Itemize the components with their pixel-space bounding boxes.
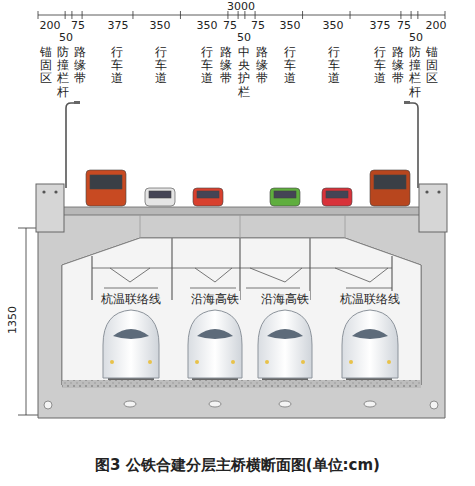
dimension-tick — [132, 11, 133, 19]
part-label: 行车道 — [201, 46, 213, 86]
dimension-tick — [350, 11, 351, 19]
dimension-value: 200 — [426, 20, 447, 32]
part-label: 行车道 — [374, 46, 386, 86]
part-label: 行车道 — [328, 46, 340, 86]
dimension-value: 1350 — [6, 306, 19, 334]
dimension-tick — [417, 11, 418, 19]
dimension-tick — [411, 11, 412, 19]
part-label: 行车道 — [284, 46, 296, 86]
dimension-tick — [180, 11, 181, 19]
dimension-value: 200 — [40, 20, 61, 32]
line-label: 杭温联络线 — [339, 291, 401, 308]
figure-caption: 图3 公铁合建分层主桥横断面图(单位:cm) — [0, 456, 475, 475]
part-label: 路缘带 — [74, 46, 86, 86]
dimension-tick — [82, 11, 83, 19]
line-label: 杭温联络线 — [100, 291, 162, 308]
dimension-tick — [302, 11, 303, 19]
dimension-value: 75 — [223, 20, 237, 32]
dimension-value: 75 — [71, 20, 85, 32]
part-label: 路缘带 — [256, 46, 268, 86]
dimension-value: 50 — [237, 32, 251, 44]
part-label: 路缘带 — [220, 46, 232, 86]
dimension-value: 375 — [108, 20, 129, 32]
part-label: 锚固区 — [426, 46, 438, 86]
line-label: 沿海高铁 — [260, 291, 310, 308]
dimension-value: 350 — [280, 20, 301, 32]
part-label: 中央护栏 — [238, 46, 250, 99]
dimension-tick — [71, 11, 72, 19]
dimension-value: 350 — [323, 20, 344, 32]
dimension-value: 350 — [150, 20, 171, 32]
part-label: 防撞栏杆 — [409, 46, 421, 99]
part-label: 行车道 — [111, 46, 123, 86]
part-label: 路缘带 — [392, 46, 404, 86]
dimension-value: 75 — [251, 20, 265, 32]
part-label: 行车道 — [155, 46, 167, 86]
dimension-tick — [445, 11, 446, 19]
dimension-tick — [400, 11, 401, 19]
dimension-tick — [38, 11, 39, 19]
line-label: 沿海高铁 — [190, 291, 240, 308]
dimension-value: 375 — [370, 20, 391, 32]
dimension-value: 50 — [409, 32, 423, 44]
dimension-value: 3000 — [227, 1, 255, 13]
part-label: 锚固区 — [40, 46, 52, 86]
part-label: 防撞栏杆 — [57, 46, 69, 99]
dimension-value: 50 — [59, 32, 73, 44]
dimension-value: 75 — [397, 20, 411, 32]
dimension-tick — [65, 11, 66, 19]
dimension-value: 350 — [197, 20, 218, 32]
